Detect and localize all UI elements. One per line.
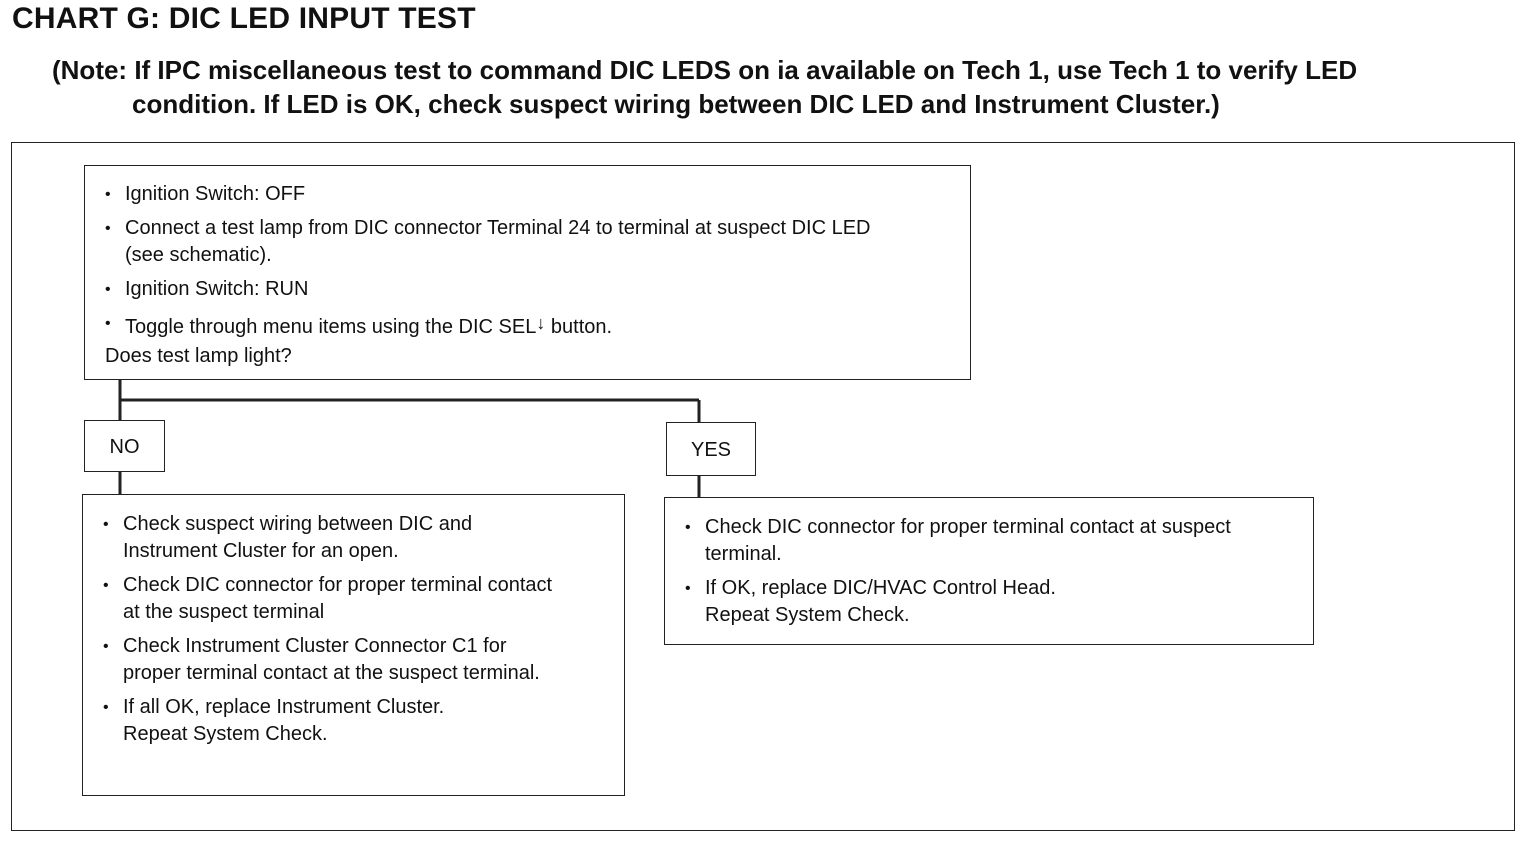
yes-step-check-dic-connector: Check DIC connector for proper terminal … (685, 514, 1313, 568)
note-line-2: condition. If LED is OK, check suspect w… (132, 89, 1220, 119)
initial-test-box: Ignition Switch: OFF Connect a test lamp… (84, 165, 971, 380)
step-connect-test-lamp: Connect a test lamp from DIC connector T… (105, 215, 970, 269)
down-arrow-icon: ↓ (536, 313, 546, 333)
decision-yes: YES (666, 422, 756, 476)
decision-no: NO (84, 420, 165, 472)
no-step-replace-cluster: If all OK, replace Instrument Cluster. R… (103, 694, 624, 748)
no-branch-box: Check suspect wiring between DIC and Ins… (82, 494, 625, 796)
no-step-check-dic-connector: Check DIC connector for proper terminal … (103, 572, 624, 626)
yes-branch-box: Check DIC connector for proper terminal … (664, 497, 1314, 645)
no-step-check-cluster-connector: Check Instrument Cluster Connector C1 fo… (103, 633, 624, 687)
flowchart-frame (11, 142, 1515, 831)
chart-title: CHART G: DIC LED INPUT TEST (12, 2, 476, 35)
note-line-1: (Note: If IPC miscellaneous test to comm… (52, 55, 1358, 85)
step-ignition-off: Ignition Switch: OFF (105, 181, 970, 208)
step-ignition-run: Ignition Switch: RUN (105, 276, 970, 303)
yes-step-replace-control-head: If OK, replace DIC/HVAC Control Head. Re… (685, 575, 1313, 629)
decision-question: Does test lamp light? (105, 345, 292, 367)
step-toggle-menu: Toggle through menu items using the DIC … (105, 310, 970, 341)
no-step-check-wiring: Check suspect wiring between DIC and Ins… (103, 511, 624, 565)
